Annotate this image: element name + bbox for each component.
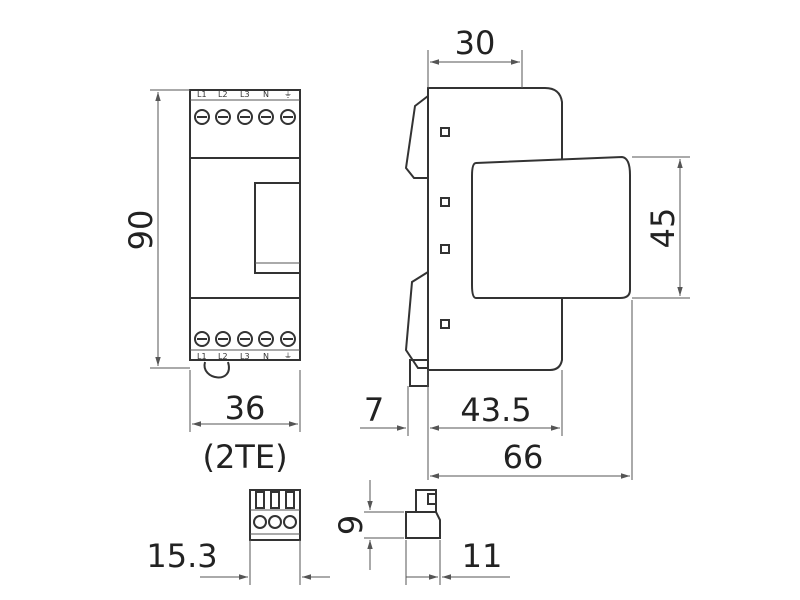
front-housing <box>189 89 301 361</box>
side-view: 30 45 7 43.5 66 <box>360 24 690 480</box>
front-view: L1 L2 L3 N ⏚ L1 L2 L3 N ⏚ 90 36 (2TE) <box>122 89 301 476</box>
dimension-43-5: 43.5 <box>460 391 531 429</box>
terminal-label-bottom-3: L3 <box>240 352 250 361</box>
din-clip-lower <box>404 271 429 369</box>
plug-width-dimension: 11 <box>462 537 503 575</box>
top-terminals <box>194 109 296 125</box>
plug-body <box>405 511 441 539</box>
connector-width-dimension: 15.3 <box>146 537 217 575</box>
side-housing <box>427 87 563 371</box>
din-clip-upper <box>404 95 429 179</box>
terminal-label-top-5: ⏚ <box>284 90 292 99</box>
connector-view: 15.3 <box>146 489 330 585</box>
right-dimension: 45 <box>644 208 682 249</box>
top-dimension: 30 <box>455 24 496 62</box>
terminal-label-bottom-2: L2 <box>218 352 228 361</box>
width-dimension: 36 <box>225 389 266 427</box>
front-window <box>254 182 301 274</box>
dimension-66: 66 <box>503 438 544 476</box>
terminal-label-top-3: L3 <box>240 90 250 99</box>
front-module-plug <box>471 155 631 299</box>
terminal-label-top-2: L2 <box>218 90 228 99</box>
height-dimension: 90 <box>122 210 160 251</box>
plug-height-dimension: 9 <box>332 515 370 535</box>
terminal-label-bottom-5: ⏚ <box>284 352 292 361</box>
plug-side-view: 9 11 <box>332 480 510 585</box>
terminal-label-top-4: N <box>263 90 269 99</box>
dimension-7: 7 <box>364 391 384 429</box>
din-latch <box>409 359 429 387</box>
connector-body <box>249 489 301 541</box>
terminal-label-bottom-4: N <box>263 352 269 361</box>
terminal-label-bottom-1: L1 <box>197 352 207 361</box>
mounting-clip <box>203 361 230 379</box>
width-module-note: (2TE) <box>202 438 287 476</box>
terminal-label-top-1: L1 <box>197 90 207 99</box>
bottom-terminals <box>194 331 296 347</box>
